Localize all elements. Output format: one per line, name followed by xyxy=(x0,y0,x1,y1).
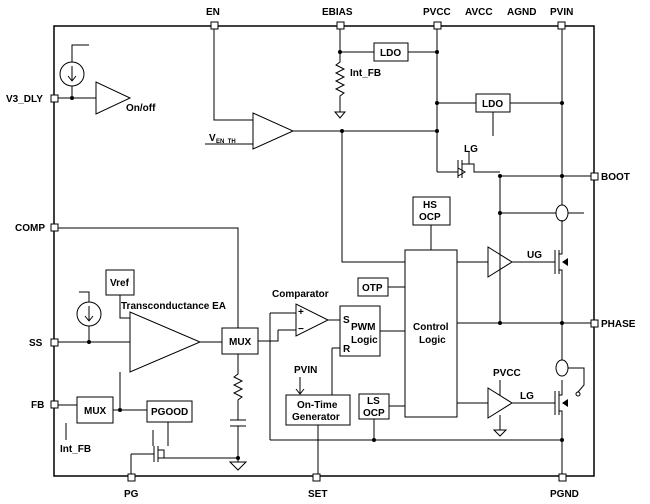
svg-text:+: + xyxy=(298,307,304,318)
svg-text:LG: LG xyxy=(520,391,534,402)
svg-text:MUX: MUX xyxy=(229,337,252,348)
pgood-block: PGOOD xyxy=(146,400,193,423)
svg-text:Int_FB: Int_FB xyxy=(60,444,91,455)
svg-text:LDO: LDO xyxy=(380,48,401,59)
svg-text:SS: SS xyxy=(29,338,43,349)
svg-text:COMP: COMP xyxy=(15,223,45,234)
svg-text:SET: SET xyxy=(308,489,327,500)
pin-pgnd: PGND xyxy=(550,473,579,500)
current-sense-icon-low xyxy=(555,359,569,377)
svg-text:EN: EN xyxy=(206,7,220,18)
chip-outline xyxy=(53,25,595,477)
transconductance-ea-icon xyxy=(129,311,202,373)
svg-text:HS: HS xyxy=(423,200,437,211)
svg-text:MUX: MUX xyxy=(84,406,107,417)
pin-set: SET xyxy=(308,473,327,500)
svg-text:OCP: OCP xyxy=(419,212,441,223)
svg-text:FB: FB xyxy=(31,400,44,411)
ls-ocp-block: LS OCP xyxy=(358,393,390,420)
svg-text:BOOT: BOOT xyxy=(601,172,630,183)
en-comparator-icon xyxy=(252,112,295,150)
pin-comp: COMP xyxy=(15,223,59,234)
fet-arrow-icon xyxy=(562,258,568,266)
svg-text:Logic: Logic xyxy=(419,335,446,346)
pwm-logic-block: S R PWM Logic xyxy=(339,305,381,357)
mux-block-left: MUX xyxy=(76,396,114,424)
pin-pg: PG xyxy=(124,473,139,500)
svg-text:Vref: Vref xyxy=(110,278,130,289)
ldo-block-right: LDO xyxy=(475,93,511,113)
mux-block-right: MUX xyxy=(221,327,259,355)
svg-text:V3_DLY: V3_DLY xyxy=(6,94,43,105)
control-logic-block: Control Logic xyxy=(404,249,458,418)
svg-text:PG: PG xyxy=(124,489,139,500)
svg-text:On/off: On/off xyxy=(126,103,156,114)
svg-text:Int_FB: Int_FB xyxy=(350,68,381,79)
svg-text:LG: LG xyxy=(464,144,478,155)
svg-text:EBIAS: EBIAS xyxy=(322,7,353,18)
svg-text:EN_TH: EN_TH xyxy=(216,139,236,145)
svg-text:PWM: PWM xyxy=(351,322,375,333)
svg-text:On-Time: On-Time xyxy=(297,400,338,411)
svg-text:Control: Control xyxy=(413,322,449,333)
svg-text:PVIN: PVIN xyxy=(294,365,317,376)
svg-text:PGOOD: PGOOD xyxy=(151,407,188,418)
vref-block: Vref xyxy=(105,269,135,296)
svg-text:OCP: OCP xyxy=(363,408,385,419)
pin-avcc: AVCC xyxy=(465,7,493,18)
pin-v3-dly: V3_DLY xyxy=(6,94,59,105)
svg-text:PVCC: PVCC xyxy=(423,7,451,18)
svg-text:PVIN: PVIN xyxy=(550,7,573,18)
svg-text:R: R xyxy=(343,344,351,355)
svg-text:−: − xyxy=(298,324,304,335)
svg-text:Logic: Logic xyxy=(351,335,378,346)
svg-text:Generator: Generator xyxy=(292,412,340,423)
pwm-comparator-icon xyxy=(295,303,330,337)
svg-text:Transconductance EA: Transconductance EA xyxy=(121,301,226,312)
svg-text:AGND: AGND xyxy=(507,7,536,18)
pin-boot: BOOT xyxy=(590,172,630,183)
svg-text:PHASE: PHASE xyxy=(601,319,636,330)
buffer-icon xyxy=(95,81,132,115)
svg-text:V: V xyxy=(209,133,216,144)
svg-text:LDO: LDO xyxy=(482,99,503,110)
on-time-generator-block: On-Time Generator xyxy=(285,394,351,426)
svg-text:UG: UG xyxy=(527,250,542,261)
current-sense-icon xyxy=(555,204,569,222)
svg-text:LS: LS xyxy=(367,396,380,407)
pin-phase: PHASE xyxy=(590,319,636,330)
ldo-block-top: LDO xyxy=(373,42,409,62)
otp-block: OTP xyxy=(357,277,389,297)
pin-agnd: AGND xyxy=(507,7,536,18)
svg-text:PVCC: PVCC xyxy=(493,368,521,379)
svg-text:S: S xyxy=(343,315,350,326)
svg-text:PGND: PGND xyxy=(550,489,579,500)
svg-text:Comparator: Comparator xyxy=(272,289,329,300)
hs-ocp-block: HS OCP xyxy=(412,196,451,226)
svg-text:AVCC: AVCC xyxy=(465,7,493,18)
svg-text:OTP: OTP xyxy=(362,283,383,294)
